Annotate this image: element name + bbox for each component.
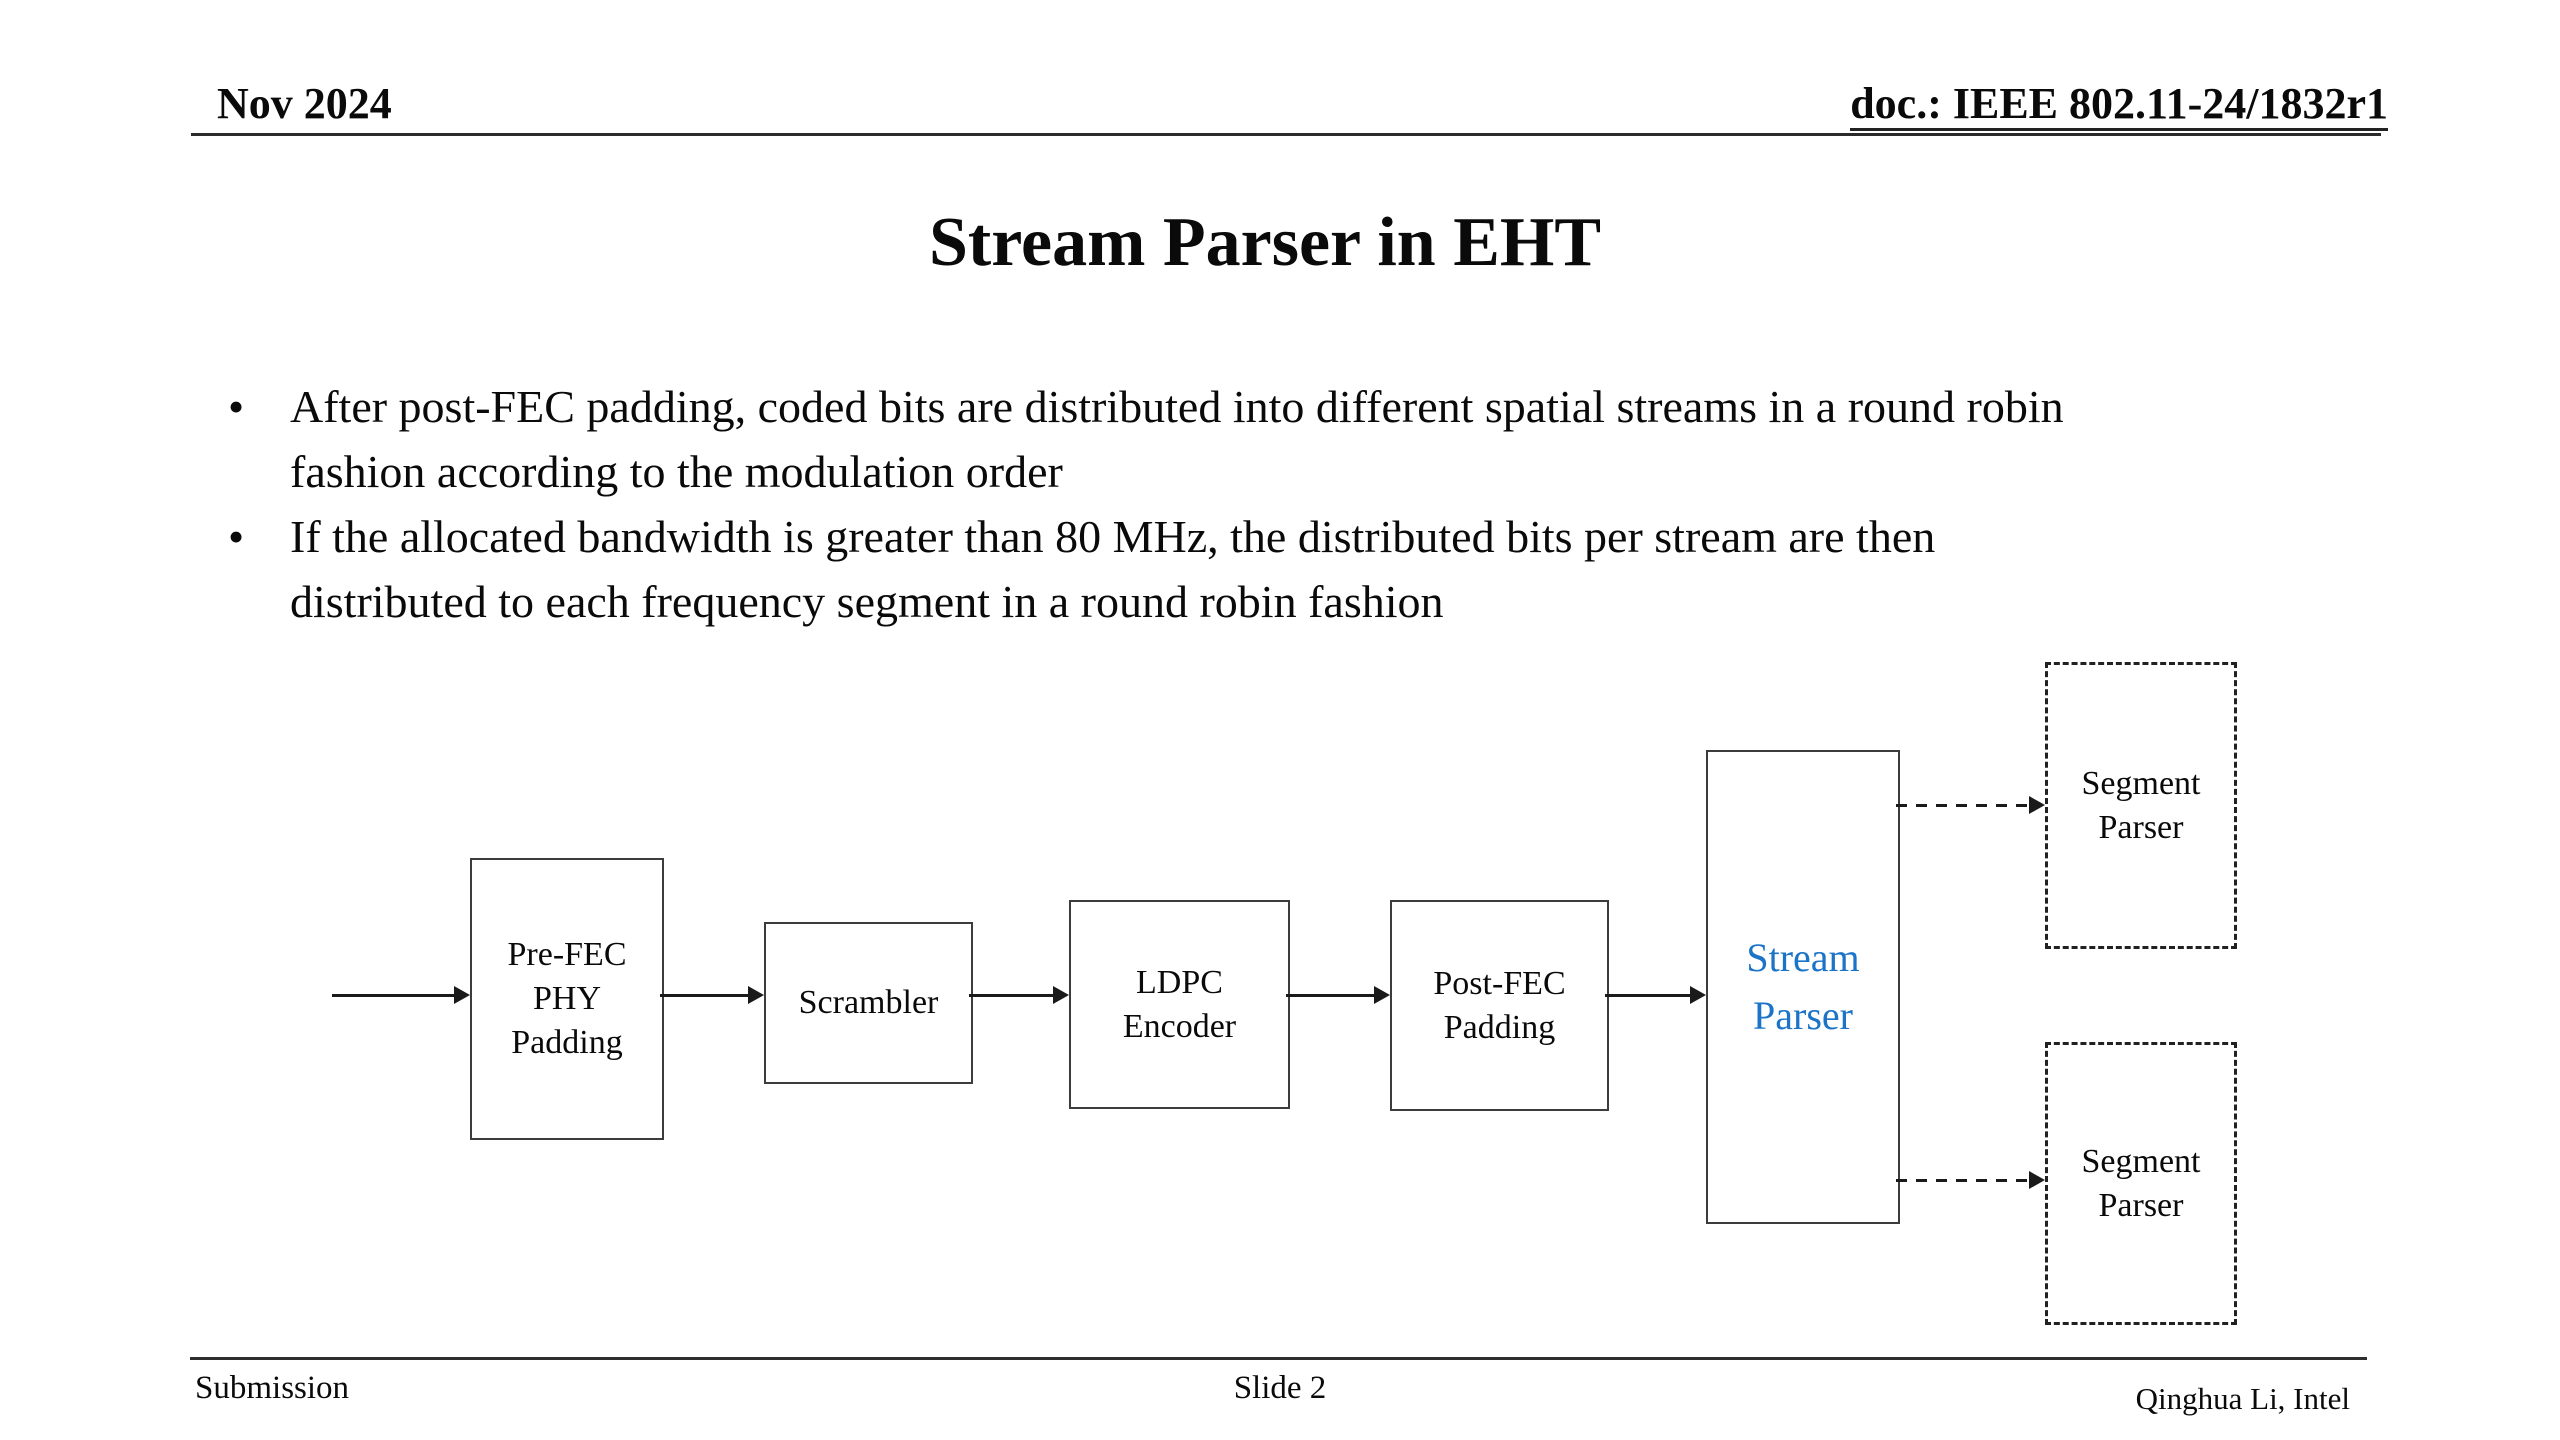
bullet-text: If the allocated bandwidth is greater th… — [290, 504, 2408, 634]
footer-submission: Submission — [195, 1370, 350, 1406]
flow-arrow-prefec-to-scrambler — [660, 984, 764, 1006]
arrow-shaft — [1896, 804, 2031, 807]
bullet-marker: • — [228, 511, 245, 562]
bullet-line: If the allocated bandwidth is greater th… — [290, 511, 1936, 562]
arrowhead-icon — [1053, 986, 1069, 1004]
bullet-list: • After post-FEC padding, coded bits are… — [228, 374, 2408, 634]
arrowhead-icon — [2029, 1171, 2045, 1189]
bullet-item: • After post-FEC padding, coded bits are… — [228, 374, 2408, 504]
bullet-text: After post-FEC padding, coded bits are d… — [290, 374, 2408, 504]
header-rule — [191, 133, 2381, 136]
arrow-shaft — [1286, 994, 1376, 997]
ldpc-encoder-box: LDPC Encoder — [1069, 900, 1290, 1109]
bullet-line: distributed to each frequency segment in… — [290, 576, 1444, 627]
flow-arrow-ldpc-to-postfec — [1286, 984, 1390, 1006]
block-label: Stream Parser — [1746, 935, 1860, 1038]
arrow-shaft — [332, 994, 456, 997]
arrowhead-icon — [748, 986, 764, 1004]
stream-parser-box: Stream Parser — [1706, 750, 1900, 1224]
scrambler-box: Scrambler — [764, 922, 973, 1084]
pre-fec-phy-padding-box: Pre-FEC PHY Padding — [470, 858, 664, 1140]
arrowhead-icon — [1374, 986, 1390, 1004]
dashed-arrow-to-segment-parser-top — [1896, 794, 2045, 816]
flow-arrow-scrambler-to-ldpc — [969, 984, 1069, 1006]
block-label: Segment Parser — [2081, 1142, 2201, 1224]
arrow-shaft — [660, 994, 750, 997]
block-label: Scrambler — [798, 984, 939, 1021]
arrow-shaft — [1896, 1179, 2031, 1182]
flow-arrow-input — [332, 984, 470, 1006]
arrowhead-icon — [1690, 986, 1706, 1004]
dashed-arrow-to-segment-parser-bottom — [1896, 1169, 2045, 1191]
bullet-line: After post-FEC padding, coded bits are d… — [290, 381, 2064, 432]
block-label: Pre-FEC PHY Padding — [507, 936, 627, 1061]
flow-arrow-postfec-to-stream-parser — [1605, 984, 1706, 1006]
segment-parser-top-box: Segment Parser — [2045, 662, 2237, 949]
bullet-line: fashion according to the modulation orde… — [290, 446, 1063, 497]
footer-rule — [190, 1357, 2367, 1360]
block-label: Segment Parser — [2081, 764, 2201, 846]
footer-slide-number: Slide 2 — [1233, 1370, 1327, 1406]
arrowhead-icon — [2029, 796, 2045, 814]
block-label: Post-FEC Padding — [1433, 964, 1566, 1046]
bullet-item: • If the allocated bandwidth is greater … — [228, 504, 2408, 634]
page-title: Stream Parser in EHT — [928, 204, 1602, 281]
block-label: LDPC Encoder — [1122, 963, 1237, 1045]
header-date: Nov 2024 — [217, 79, 392, 128]
arrowhead-icon — [454, 986, 470, 1004]
segment-parser-bottom-box: Segment Parser — [2045, 1042, 2237, 1325]
footer-author: Qinghua Li, Intel — [2135, 1381, 2350, 1416]
arrow-shaft — [1605, 994, 1692, 997]
bullet-marker: • — [228, 381, 245, 432]
post-fec-padding-box: Post-FEC Padding — [1390, 900, 1609, 1111]
arrow-shaft — [969, 994, 1055, 997]
header-doc-id: doc.: IEEE 802.11-24/1832r1 — [1850, 80, 2388, 131]
